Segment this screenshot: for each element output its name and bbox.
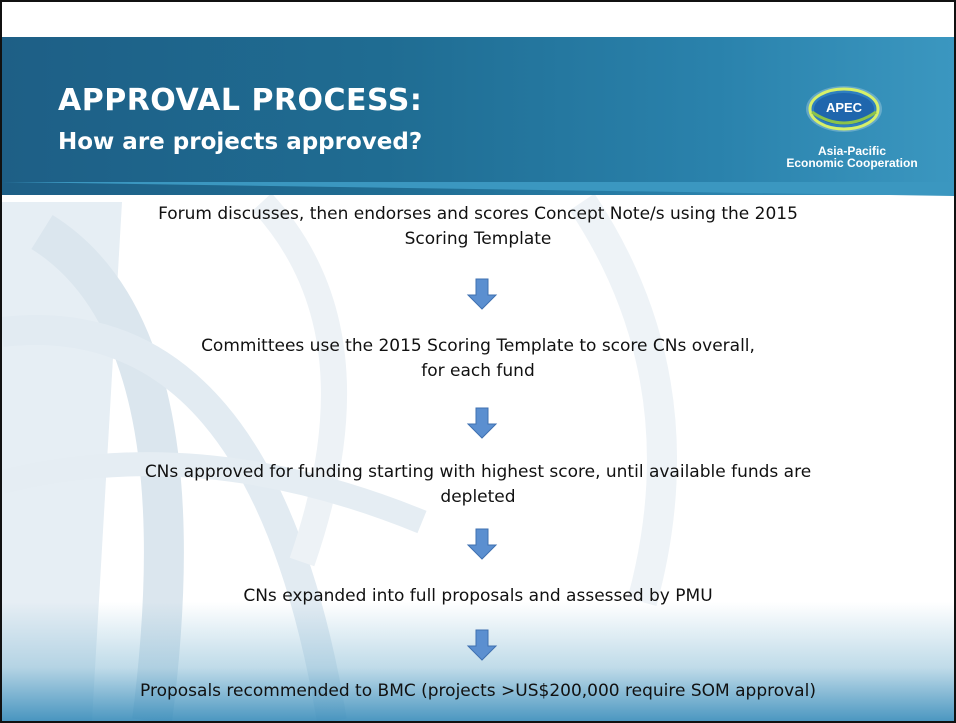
- bottom-gradient: [2, 602, 954, 721]
- logo-line2: Economic Cooperation: [786, 156, 918, 170]
- step-2-line1: Committees use the 2015 Scoring Template…: [201, 336, 755, 356]
- step-2: Committees use the 2015 Scoring Template…: [42, 334, 914, 384]
- step-1-line1: Forum discusses, then endorses and score…: [158, 204, 798, 224]
- down-arrow-icon: [466, 278, 498, 310]
- apec-logo: APEC Asia-Pacific Economic Cooperation: [756, 82, 948, 174]
- step-3-line2: depleted: [440, 487, 516, 507]
- down-arrow-icon: [466, 528, 498, 560]
- title-banner: [2, 37, 954, 195]
- down-arrow-icon: [466, 629, 498, 661]
- logo-line1: Asia-Pacific: [817, 144, 887, 158]
- logo-acronym: APEC: [825, 100, 863, 115]
- step-3: CNs approved for funding starting with h…: [42, 460, 914, 510]
- slide-subtitle: How are projects approved?: [58, 129, 423, 155]
- step-1-line2: Scoring Template: [404, 229, 552, 249]
- step-5-line1: Proposals recommended to BMC (projects >…: [140, 681, 816, 701]
- banner-edge: [2, 182, 954, 196]
- slide-title: APPROVAL PROCESS:: [58, 83, 423, 118]
- step-1: Forum discusses, then endorses and score…: [42, 202, 914, 252]
- step-4-line1: CNs expanded into full proposals and ass…: [243, 586, 713, 606]
- step-3-line1: CNs approved for funding starting with h…: [144, 462, 812, 482]
- step-5: Proposals recommended to BMC (projects >…: [42, 679, 914, 704]
- apec-globe-icon: [806, 86, 882, 132]
- down-arrow-icon: [466, 407, 498, 439]
- step-2-line2: for each fund: [421, 361, 535, 381]
- step-4: CNs expanded into full proposals and ass…: [42, 584, 914, 609]
